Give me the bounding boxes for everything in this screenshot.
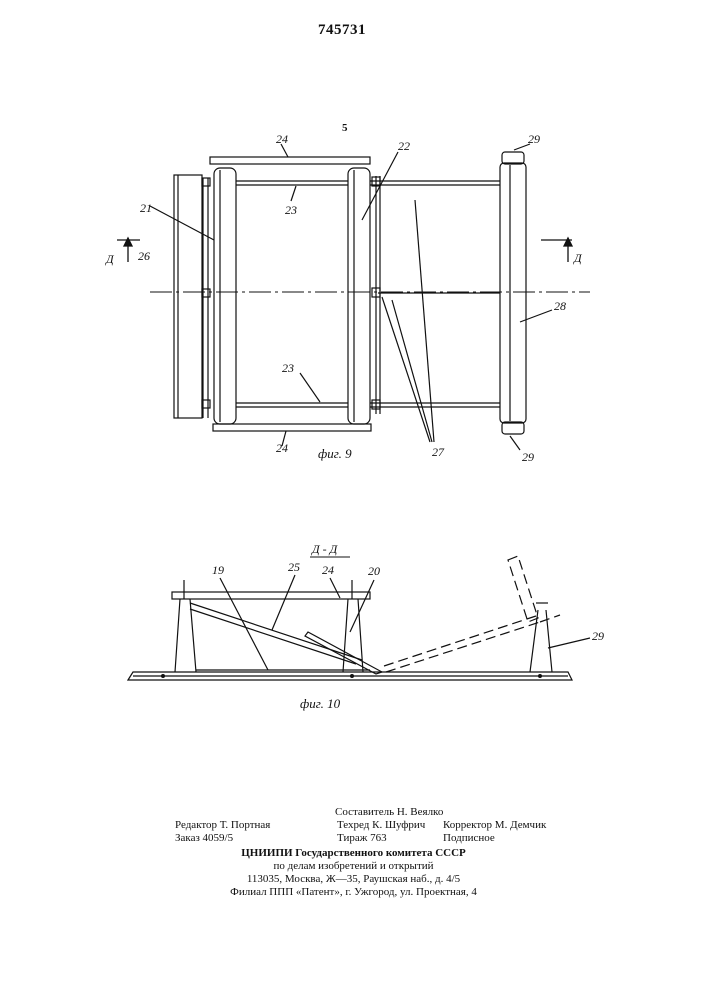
- frame-28: [500, 163, 526, 423]
- bottom-plate-24: [213, 424, 371, 431]
- column-21: [214, 168, 236, 424]
- techred-line: Техред К. Шуфрич: [337, 819, 425, 832]
- org-line-2: по делам изобретений и открытий: [0, 860, 707, 873]
- label-26: 26: [138, 249, 150, 263]
- part-29-bottom: [502, 422, 524, 434]
- section-mark-left: Д: [105, 252, 115, 266]
- label-22: 22: [398, 139, 410, 153]
- label-24-bottom: 24: [276, 441, 288, 455]
- top-plate-24: [210, 157, 370, 164]
- label-24-top: 24: [276, 132, 288, 146]
- column-22: [348, 168, 370, 424]
- label-23-top: 23: [285, 203, 297, 217]
- order-line: Заказ 4059/5: [175, 832, 233, 845]
- label-20: 20: [368, 564, 380, 578]
- label-24-section: 24: [322, 563, 334, 577]
- branch-line: Филиал ППП «Патент», г. Ужгород, ул. Про…: [0, 886, 707, 899]
- editor-line: Редактор Т. Портная: [175, 819, 270, 832]
- compiler-line: Составитель Н. Веялко: [335, 806, 443, 819]
- figure-9-drawing: 24 22 29 21 23 26 Д Д 28 23 24 27 29 фиг…: [0, 0, 707, 520]
- label-23-bottom: 23: [282, 361, 294, 375]
- label-19: 19: [212, 563, 224, 577]
- label-29-section: 29: [592, 629, 604, 643]
- org-line-1: ЦНИИПИ Государственного комитета СССР: [0, 847, 707, 860]
- top-plate-24-section: [172, 592, 370, 599]
- part-29-top: [502, 152, 524, 164]
- label-29-top: 29: [528, 132, 540, 146]
- label-21: 21: [140, 201, 152, 215]
- label-27: 27: [432, 445, 445, 459]
- section-mark-right: Д: [573, 251, 583, 265]
- label-25: 25: [288, 560, 300, 574]
- figure-10-drawing: Д - Д 19 25 24 20 29 фиг. 10: [0, 520, 707, 720]
- org-address: 113035, Москва, Ж—35, Раушская наб., д. …: [0, 873, 707, 886]
- corrector-line: Корректор М. Демчик: [443, 819, 546, 832]
- label-29-bottom: 29: [522, 450, 534, 464]
- label-28: 28: [554, 299, 566, 313]
- figure-9-caption: фиг. 9: [318, 446, 352, 461]
- section-title: Д - Д: [311, 542, 339, 556]
- circulation-line: Тираж 763: [337, 832, 387, 845]
- figure-10-caption: фиг. 10: [300, 696, 341, 711]
- subscription-line: Подписное: [443, 832, 495, 845]
